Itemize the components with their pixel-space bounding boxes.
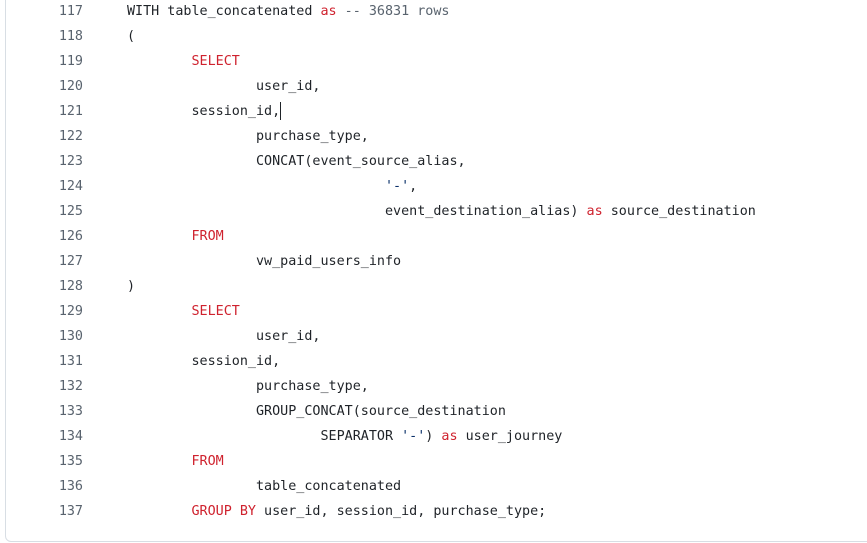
code-line[interactable]: 125 event_destination_alias) as source_d… (6, 199, 756, 224)
code-line[interactable]: 118 ( (6, 24, 756, 49)
sql-string: '-' (401, 429, 426, 444)
line-number: 135 (58, 454, 83, 469)
sql-token: ( (127, 29, 136, 44)
line-number: 128 (58, 279, 83, 294)
sql-token: session_id, (191, 104, 281, 119)
code-text[interactable]: '-', (83, 174, 417, 199)
code-text[interactable]: FROM (83, 224, 224, 249)
sql-token: GROUP_CONCAT(source_destination (256, 404, 506, 419)
code-line[interactable]: 123 CONCAT(event_source_alias, (6, 149, 756, 174)
code-text[interactable]: FROM (83, 449, 224, 474)
line-number: 127 (58, 254, 83, 269)
code-line[interactable]: 128) (6, 274, 756, 299)
code-text[interactable]: GROUP BY user_id, session_id, purchase_t… (83, 499, 547, 524)
sql-token: source_destination (602, 204, 756, 219)
code-line[interactable]: 136 table_concatenated (6, 474, 756, 499)
code-text[interactable]: CONCAT(event_source_alias, (83, 149, 466, 174)
line-number: 134 (58, 429, 83, 444)
code-line[interactable]: 127 vw_paid_users_info (6, 249, 756, 274)
line-number: 137 (58, 504, 83, 519)
sql-keyword: SELECT (191, 304, 240, 319)
sql-token: event_destination_alias) (384, 204, 587, 219)
line-number: 118 (58, 29, 83, 44)
code-text[interactable]: WITH table_concatenated as -- 36831 rows (83, 0, 449, 24)
code-line[interactable]: 121 session_id, (6, 99, 756, 124)
sql-token: , (409, 179, 418, 194)
code-line[interactable]: 124 '-', (6, 174, 756, 199)
code-line[interactable]: 132 purchase_type, (6, 374, 756, 399)
sql-token: vw_paid_users_info (256, 254, 402, 269)
sql-token: purchase_type, (256, 379, 369, 394)
sql-token: session_id, (191, 354, 281, 369)
code-text[interactable]: table_concatenated (83, 474, 401, 499)
code-text[interactable]: ) (83, 274, 135, 299)
code-text[interactable]: ( (83, 24, 135, 49)
code-text[interactable]: GROUP_CONCAT(source_destination (83, 399, 506, 424)
sql-keyword: as (441, 429, 458, 444)
code-text[interactable]: user_id, (83, 74, 321, 99)
sql-token: table_concatenated (256, 479, 402, 494)
code-line[interactable]: 119 SELECT (6, 49, 756, 74)
sql-token: user_id, (256, 79, 321, 94)
line-number: 129 (58, 304, 83, 319)
sql-token: user_id, (256, 329, 321, 344)
code-line[interactable]: 130 user_id, (6, 324, 756, 349)
line-number: 120 (58, 79, 83, 94)
code-text[interactable]: session_id, (83, 349, 281, 374)
line-number: 121 (58, 104, 83, 119)
sql-token: SEPARATOR (320, 429, 402, 444)
line-number: 130 (58, 329, 83, 344)
code-text[interactable]: SELECT (83, 299, 240, 324)
code-text[interactable]: event_destination_alias) as source_desti… (83, 199, 756, 224)
code-text[interactable]: session_id, (83, 99, 282, 124)
code-line[interactable]: 129 SELECT (6, 299, 756, 324)
code-line[interactable]: 135 FROM (6, 449, 756, 474)
line-number: 117 (58, 4, 83, 19)
sql-token: ) (127, 279, 136, 294)
line-number: 124 (58, 179, 83, 194)
line-number: 122 (58, 129, 83, 144)
sql-keyword: as (320, 4, 337, 19)
sql-keyword: GROUP BY (191, 504, 257, 519)
code-text[interactable]: SEPARATOR '-') as user_journey (83, 424, 562, 449)
line-number: 119 (58, 54, 83, 69)
line-number: 136 (58, 479, 83, 494)
sql-token: CONCAT(event_source_alias, (256, 154, 466, 169)
line-number: 131 (58, 354, 83, 369)
line-number: 133 (58, 404, 83, 419)
sql-token: ) (425, 429, 442, 444)
sql-keyword: as (586, 204, 603, 219)
code-line[interactable]: 131 session_id, (6, 349, 756, 374)
sql-keyword: FROM (191, 229, 224, 244)
code-text[interactable]: purchase_type, (83, 374, 369, 399)
text-cursor (280, 102, 282, 120)
code-line[interactable]: 134 SEPARATOR '-') as user_journey (6, 424, 756, 449)
sql-keyword: SELECT (191, 54, 240, 69)
sql-token: WITH table_concatenated (127, 4, 321, 19)
line-number: 126 (58, 229, 83, 244)
code-line[interactable]: 133 GROUP_CONCAT(source_destination (6, 399, 756, 424)
code-line[interactable]: 122 purchase_type, (6, 124, 756, 149)
sql-token: purchase_type, (256, 129, 369, 144)
code-text[interactable]: user_id, (83, 324, 321, 349)
line-number: 132 (58, 379, 83, 394)
sql-string: '-' (384, 179, 410, 194)
code-line[interactable]: 126 FROM (6, 224, 756, 249)
sql-token: user_id, session_id, purchase_type; (256, 504, 547, 519)
code-text[interactable]: purchase_type, (83, 124, 369, 149)
code-line[interactable]: 120 user_id, (6, 74, 756, 99)
sql-keyword: FROM (191, 454, 224, 469)
sql-comment: -- 36831 rows (336, 4, 450, 19)
code-line[interactable]: 137 GROUP BY user_id, session_id, purcha… (6, 499, 756, 524)
line-number: 123 (58, 154, 83, 169)
sql-token: user_journey (457, 429, 563, 444)
code-text[interactable]: SELECT (83, 49, 240, 74)
line-number: 125 (58, 204, 83, 219)
code-text[interactable]: vw_paid_users_info (83, 249, 401, 274)
